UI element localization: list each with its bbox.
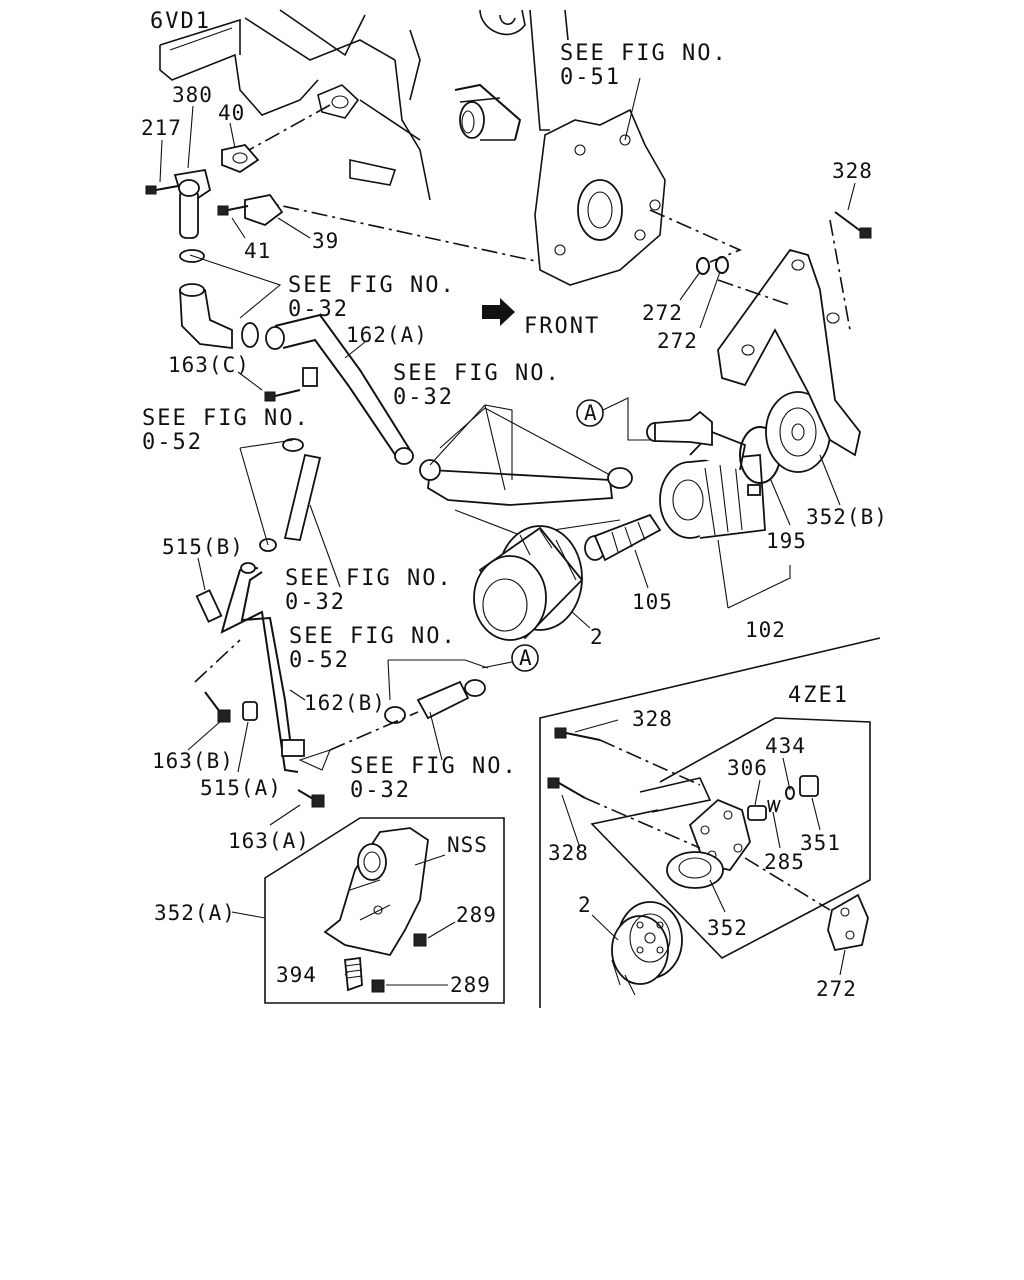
ref-fig-032c-line1: SEE FIG NO.: [285, 566, 453, 591]
callout-a-top-label: A: [584, 401, 598, 425]
label-nss: NSS: [447, 833, 488, 857]
pipe-162a: [265, 313, 414, 465]
bracket: [717, 248, 861, 457]
pipe-162b: [220, 562, 305, 773]
bolt-328b: [554, 727, 601, 741]
sleeve-515b: [195, 589, 223, 623]
label-351: 351: [800, 831, 841, 855]
hose-032-lower: [384, 679, 486, 724]
bolt-41: [217, 205, 249, 216]
plug-289b: [371, 979, 385, 993]
label-163a: 163(A): [228, 829, 310, 853]
label-285: 285: [764, 850, 805, 874]
adapter-352: [666, 798, 751, 889]
gasket-39: [244, 194, 284, 227]
label-328b: 328: [632, 707, 673, 731]
label-434: 434: [765, 734, 806, 758]
box-4ze1: [590, 717, 871, 959]
hose-052: [259, 438, 322, 552]
label-195: 195: [766, 529, 807, 553]
label-163c: 163(C): [168, 353, 250, 377]
label-272c: 272: [816, 977, 857, 1001]
label-272b: 272: [657, 329, 698, 353]
gasket-40: [221, 144, 260, 174]
box-352a: [231, 817, 505, 1004]
label-515a: 515(A): [200, 776, 282, 800]
oil-filter-2: [473, 525, 584, 641]
label-2a: 2: [590, 625, 604, 649]
divider-line: [539, 637, 881, 1008]
label-162a: 162(A): [346, 323, 428, 347]
label-394: 394: [276, 963, 317, 987]
plug-306: [747, 805, 767, 821]
main-hose: [419, 404, 633, 506]
ref-fig-052a-line2: 0-52: [142, 430, 203, 455]
callout-a-bottom-label: A: [519, 646, 533, 670]
washers-272: [696, 256, 729, 275]
engine-label-6vd1: 6VD1: [150, 9, 211, 34]
ref-fig-032c-line2: 0-32: [285, 590, 346, 615]
label-328c: 328: [548, 841, 589, 865]
label-352: 352: [707, 916, 748, 940]
ref-fig-032b-line2: 0-32: [393, 385, 454, 410]
sleeve-515a: [242, 701, 258, 721]
ref-fig-051-line1: SEE FIG NO.: [560, 41, 728, 66]
spring-285: [767, 799, 781, 813]
front-arrow: [482, 298, 515, 326]
plug-394: [344, 956, 363, 992]
ref-fig-032b-line1: SEE FIG NO.: [393, 361, 561, 386]
label-272a: 272: [642, 301, 683, 325]
label-328a: 328: [832, 159, 873, 183]
oring-434: [785, 786, 795, 800]
callout-a-bottom: [481, 644, 539, 672]
front-label: FRONT: [524, 314, 600, 339]
bolt-217: [145, 185, 179, 195]
label-380: 380: [172, 83, 213, 107]
label-41: 41: [244, 239, 271, 263]
bolt-163c: [264, 389, 301, 402]
gasket-272c: [827, 893, 869, 952]
label-352a: 352(A): [154, 901, 236, 925]
bolt-163a: [297, 789, 325, 808]
plug-289a: [413, 933, 427, 947]
label-39: 39: [312, 229, 339, 253]
label-102: 102: [745, 618, 786, 642]
label-306: 306: [727, 756, 768, 780]
bolt-328c: [547, 777, 586, 799]
label-289a: 289: [456, 903, 497, 927]
ref-fig-052b-line1: SEE FIG NO.: [289, 624, 457, 649]
label-40: 40: [218, 101, 245, 125]
label-162b: 162(B): [304, 691, 386, 715]
plug-351: [799, 775, 819, 797]
relief-valve-105: [584, 513, 662, 562]
label-2b: 2: [578, 893, 592, 917]
label-289b: 289: [450, 973, 491, 997]
outlet-fitting-380: [173, 168, 212, 239]
label-352b: 352(B): [806, 505, 888, 529]
ref-fig-051-line2: 0-51: [560, 65, 621, 90]
label-217: 217: [141, 116, 182, 140]
adapter-352a: [323, 827, 429, 957]
bolt-163b: [204, 691, 231, 723]
ref-fig-032d-line1: SEE FIG NO.: [350, 754, 518, 779]
union-A: [646, 410, 713, 447]
oil-filter-2b: [611, 901, 683, 996]
ref-fig-032a-line1: SEE FIG NO.: [288, 273, 456, 298]
label-163b: 163(B): [152, 749, 234, 773]
elbow-hose: [179, 249, 259, 350]
oil-cooler-102: [659, 430, 766, 539]
ref-fig-032a-line2: 0-32: [288, 297, 349, 322]
engine-block: [159, 9, 743, 286]
ref-fig-052a-line1: SEE FIG NO.: [142, 406, 310, 431]
bolt-328a: [834, 211, 872, 239]
ref-fig-032d-line2: 0-32: [350, 778, 411, 803]
engine-label-4ze1: 4ZE1: [788, 683, 849, 708]
label-105: 105: [632, 590, 673, 614]
ref-fig-052b-line2: 0-52: [289, 648, 350, 673]
callout-a-top: [576, 397, 650, 441]
label-515b: 515(B): [162, 535, 244, 559]
